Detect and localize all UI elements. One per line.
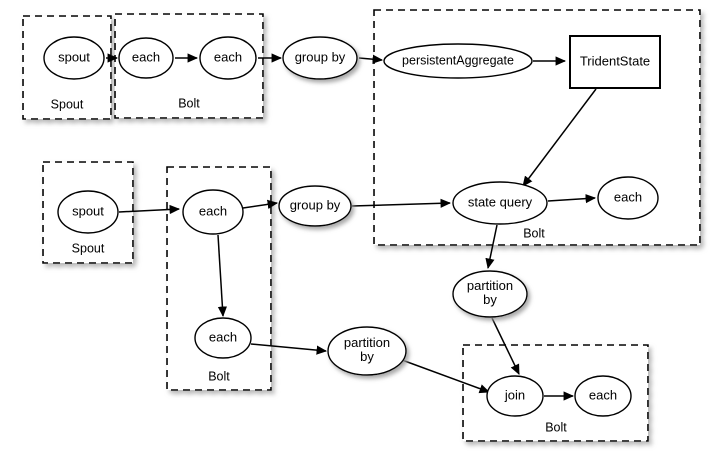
node-label: state query — [468, 194, 533, 209]
node-ellipse-shape — [452, 270, 528, 318]
edge-state-query-to-partition-by-1 — [485, 224, 498, 270]
node-persistent-aggregate[interactable]: persistentAggregate — [383, 43, 533, 79]
node-rect-shape — [569, 35, 661, 89]
group-box-label: Bolt — [178, 96, 200, 110]
node-join[interactable]: join — [486, 375, 544, 417]
node-group-by-2[interactable]: group by — [278, 185, 352, 227]
group-box-label: Bolt — [545, 420, 567, 434]
node-ellipse-shape — [194, 317, 252, 359]
group-box-label: Spout — [72, 241, 105, 255]
edge-state-query-to-each-4 — [547, 193, 597, 204]
node-trident-state[interactable]: TridentState — [569, 35, 661, 89]
edge-partition-by-1-to-join — [491, 317, 520, 375]
node-ellipse-shape — [383, 43, 533, 79]
edges-layer — [106, 53, 597, 401]
node-group-by-1[interactable]: group by — [282, 36, 358, 80]
node-ellipse-shape — [574, 375, 632, 417]
edge-partition-by-2-to-join — [401, 359, 490, 394]
edge-group-by-2-to-state-query — [351, 198, 452, 208]
node-label: join — [504, 387, 525, 402]
node-spout-1[interactable]: spout — [43, 36, 105, 80]
node-label: spout — [72, 203, 104, 218]
node-label: each — [214, 49, 242, 64]
node-state-query[interactable]: state query — [452, 181, 548, 225]
nodes-layer: spout each each group by persistentAggregate… — [43, 35, 661, 417]
edge-each-3-to-each-5 — [217, 234, 228, 318]
node-label: each — [199, 203, 227, 218]
node-label: group by — [295, 49, 346, 64]
node-each-2[interactable]: each — [199, 36, 257, 80]
node-ellipse-shape — [452, 181, 548, 225]
node-label: each — [614, 189, 642, 204]
edge-each-5-to-partition-by-2 — [250, 343, 328, 355]
edge-each-3-to-group-by-2 — [242, 199, 279, 209]
node-ellipse-shape — [43, 36, 105, 80]
node-ellipse-shape — [282, 36, 358, 80]
group-box-label: Bolt — [208, 369, 230, 383]
node-ellipse-shape — [57, 190, 119, 234]
node-each-1[interactable]: each — [118, 37, 174, 79]
group-box-label: Spout — [51, 97, 84, 111]
node-label: group by — [290, 197, 341, 212]
node-label: spout — [58, 49, 90, 64]
node-each-3[interactable]: each — [182, 189, 244, 235]
node-ellipse-shape — [182, 189, 244, 235]
edge-spout-2-to-each-3 — [118, 204, 181, 215]
node-label: each — [132, 49, 160, 64]
node-ellipse-shape — [118, 37, 174, 79]
node-ellipse-shape — [327, 326, 407, 376]
node-each-5[interactable]: each — [194, 317, 252, 359]
node-ellipse-shape — [278, 185, 352, 227]
node-label: each — [589, 387, 617, 402]
edge-group-by-1-to-persistent-aggregate — [358, 54, 384, 64]
node-ellipse-shape — [486, 375, 544, 417]
edge-trident-state-to-state-query — [522, 88, 597, 187]
node-each-6[interactable]: each — [574, 375, 632, 417]
group-box-label: Bolt — [523, 226, 545, 240]
node-spout-2[interactable]: spout — [57, 190, 119, 234]
node-label: TridentState — [580, 53, 650, 68]
node-ellipse-shape — [597, 176, 659, 220]
node-label: persistentAggregate — [402, 53, 514, 67]
node-each-4[interactable]: each — [597, 176, 659, 220]
node-label: each — [209, 329, 237, 344]
node-ellipse-shape — [199, 36, 257, 80]
